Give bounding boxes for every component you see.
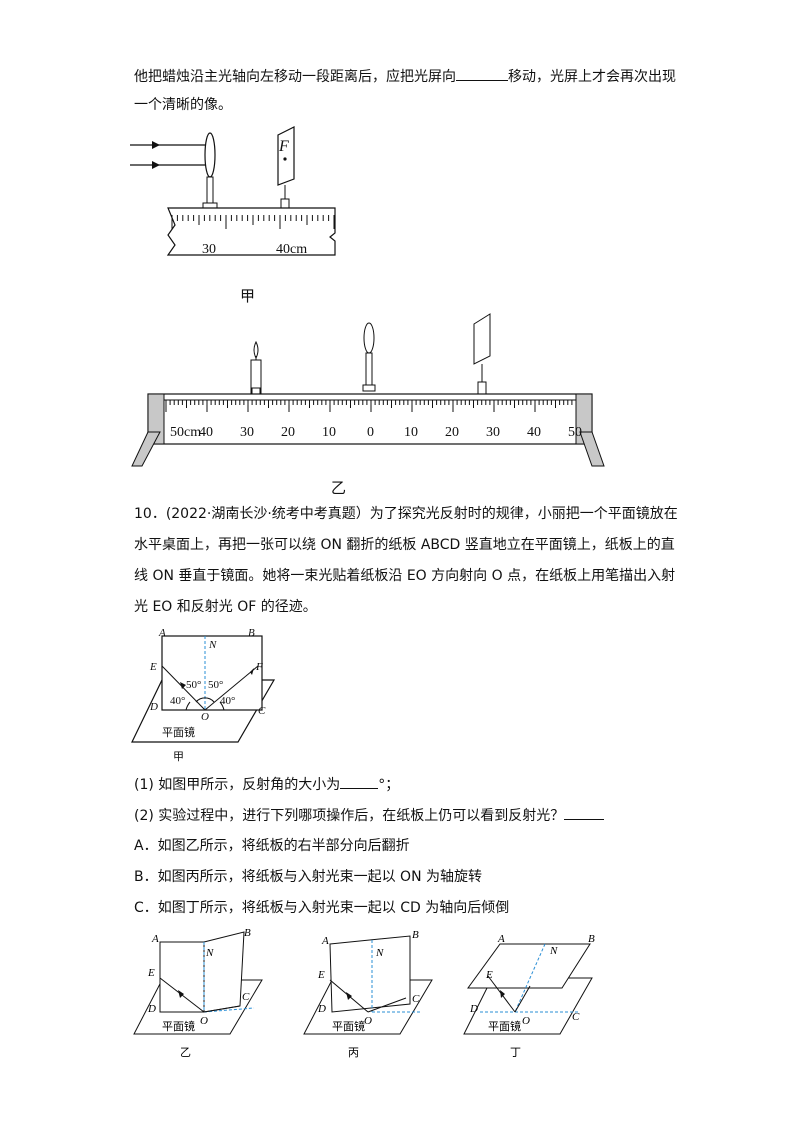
svg-text:A: A — [321, 935, 329, 947]
bench-scale-label: 10 — [404, 425, 418, 440]
caption-jia-top: 甲 — [240, 287, 256, 305]
svg-text:N: N — [205, 947, 214, 959]
bench-scale-label: 10 — [322, 425, 336, 440]
bench-scale-label: 50 — [568, 425, 582, 440]
answer-blank-direction[interactable] — [456, 66, 508, 81]
q10-line-4: 光 EO 和反射光 OF 的径迹。 — [134, 599, 317, 615]
svg-text:平面镜: 平面镜 — [488, 1019, 521, 1033]
bench-scale-label: 0 — [367, 425, 374, 440]
q10-line-3: 线 ON 垂直于镜面。她将一束光贴着纸板沿 EO 方向射向 O 点，在纸板上用笔… — [134, 568, 676, 584]
svg-text:丙: 丙 — [348, 1047, 359, 1059]
focus-label: F — [279, 138, 289, 155]
q10-line-1: 10．(2022·湖南长沙·统考中考真题）为了探究光反射时的规律，小丽把一个平面… — [134, 506, 678, 522]
svg-text:N: N — [549, 945, 558, 957]
sub-question-1-b: °； — [378, 777, 400, 793]
svg-text:B: B — [412, 929, 419, 941]
intro-line-1-a: 他把蜡烛沿主光轴向左移动一段距离后，应把光屏向 — [134, 69, 456, 85]
sub-question-1: (1) 如图甲所示，反射角的大小为 °； — [134, 774, 399, 795]
sub-question-2-text: (2) 实验过程中，进行下列哪项操作后，在纸板上仍可以看到反射光？ — [134, 808, 565, 824]
svg-text:D: D — [147, 1003, 156, 1015]
option-b: B．如图丙所示，将纸板与入射光束一起以 ON 为轴旋转 — [134, 869, 482, 885]
figure-yi-fold: A B N E D O C 平面镜 乙 — [133, 928, 263, 1059]
svg-text:N: N — [375, 947, 384, 959]
bench-ticks — [165, 400, 577, 412]
svg-text:B: B — [248, 627, 255, 639]
bench-scale-label: 50cm — [170, 425, 201, 440]
tick-40cm: 40cm — [276, 242, 307, 257]
tick-30: 30 — [202, 242, 216, 257]
option-a: A．如图乙所示，将纸板的右半部分向后翻折 — [134, 838, 410, 854]
bench-scale-label: 20 — [281, 425, 295, 440]
svg-text:C: C — [258, 705, 266, 717]
answer-blank-choice[interactable] — [564, 805, 605, 820]
answer-blank-angle[interactable] — [340, 774, 379, 789]
svg-text:C: C — [412, 993, 420, 1005]
bench-scale-label: 40 — [199, 425, 213, 440]
svg-text:N: N — [208, 639, 217, 651]
bench-scale-label: 30 — [486, 425, 500, 440]
svg-text:B: B — [244, 928, 251, 939]
svg-text:丁: 丁 — [510, 1047, 521, 1059]
svg-text:甲: 甲 — [173, 751, 184, 763]
bench-scale-label: 40 — [527, 425, 541, 440]
svg-text:50°: 50° — [186, 679, 201, 691]
svg-text:O: O — [200, 1015, 208, 1027]
intro-line-1: 他把蜡烛沿主光轴向左移动一段距离后，应把光屏向 移动，光屏上才会再次出现 — [134, 66, 676, 87]
svg-text:D: D — [149, 701, 158, 713]
svg-text:C: C — [572, 1011, 580, 1023]
svg-text:E: E — [317, 969, 325, 981]
svg-text:B: B — [588, 933, 595, 945]
svg-text:C: C — [242, 991, 250, 1003]
svg-text:E: E — [485, 969, 493, 981]
svg-text:O: O — [522, 1015, 530, 1027]
q10-line-2: 水平桌面上，再把一张可以绕 ON 翻折的纸板 ABCD 竖直地立在平面镜上，纸板… — [134, 537, 675, 553]
top-ruler-ticks — [171, 215, 335, 229]
svg-text:A: A — [151, 933, 159, 945]
svg-text:A: A — [497, 933, 505, 945]
svg-text:O: O — [364, 1015, 372, 1027]
svg-text:E: E — [147, 967, 155, 979]
svg-text:平面镜: 平面镜 — [162, 1019, 195, 1033]
svg-text:D: D — [469, 1003, 478, 1015]
bench-scale-label: 30 — [240, 425, 254, 440]
svg-text:O: O — [201, 711, 209, 723]
svg-text:50°: 50° — [208, 679, 223, 691]
figure-lens-focus: 30 40cm — [130, 126, 336, 257]
figure-bing-rotate: A B N E D O C 平面镜 丙 — [303, 929, 433, 1059]
bench-scale-label: 20 — [445, 425, 459, 440]
svg-text:E: E — [149, 661, 157, 673]
svg-text:平面镜: 平面镜 — [332, 1019, 365, 1033]
sub-question-2: (2) 实验过程中，进行下列哪项操作后，在纸板上仍可以看到反射光？ — [134, 805, 605, 826]
svg-text:40°: 40° — [170, 695, 185, 707]
svg-text:A: A — [158, 627, 166, 639]
sub-question-1-a: (1) 如图甲所示，反射角的大小为 — [134, 777, 341, 793]
intro-line-2: 一个清晰的像。 — [134, 97, 232, 113]
svg-text:40°: 40° — [220, 695, 235, 707]
svg-text:乙: 乙 — [180, 1046, 191, 1059]
option-c: C．如图丁所示，将纸板与入射光束一起以 CD 为轴向后倾倒 — [134, 900, 510, 916]
svg-text:F: F — [255, 661, 263, 673]
svg-text:D: D — [317, 1003, 326, 1015]
figure-reflection-jia: A B N E F D O C 50° 50° 40° 40° 平面镜 甲 — [131, 627, 276, 763]
figure-ding-tilt: A B N E D O C 平面镜 丁 — [463, 933, 595, 1059]
caption-yi-top: 乙 — [331, 479, 347, 497]
svg-text:平面镜: 平面镜 — [162, 725, 195, 739]
intro-line-1-b: 移动，光屏上才会再次出现 — [508, 69, 676, 85]
